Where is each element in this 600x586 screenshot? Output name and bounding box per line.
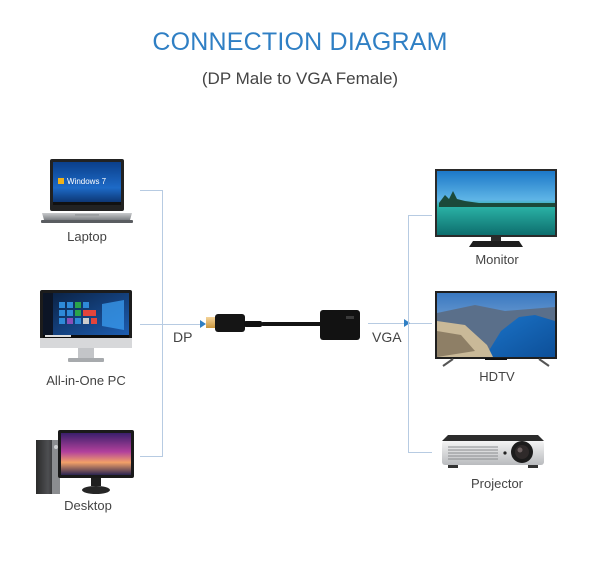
vga-label: VGA <box>372 329 402 345</box>
desktop-pc-icon <box>36 430 134 494</box>
all-in-one-pc-device <box>40 290 132 366</box>
laptop-icon: Windows 7 <box>41 159 133 223</box>
desktop-pc-label: Desktop <box>64 498 112 513</box>
all-in-one-pc-icon <box>40 290 132 362</box>
connector-line-laptop <box>140 190 163 191</box>
connector-line-projector <box>408 452 432 453</box>
connector-line-left-vertical <box>162 190 163 457</box>
monitor-icon <box>435 169 557 247</box>
all-in-one-pc-label: All-in-One PC <box>46 373 126 388</box>
projector-icon <box>442 435 544 468</box>
hdtv-device <box>435 291 557 367</box>
svg-text:Windows 7: Windows 7 <box>67 177 107 186</box>
vga-arrow-icon <box>404 319 410 327</box>
page-title: CONNECTION DIAGRAM <box>152 28 448 56</box>
laptop-label: Laptop <box>67 229 107 244</box>
connector-line-monitor <box>408 215 432 216</box>
monitor-device <box>435 169 557 249</box>
connector-line-right-vertical <box>408 215 409 453</box>
dp-to-vga-adapter <box>206 308 362 344</box>
hdtv-label: HDTV <box>479 369 515 384</box>
page-subtitle: (DP Male to VGA Female) <box>201 69 399 88</box>
projector-label: Projector <box>470 476 524 491</box>
connector-line-desktop <box>140 456 163 457</box>
dp-label: DP <box>173 329 193 345</box>
projector-device <box>440 433 546 471</box>
monitor-label: Monitor <box>475 252 519 267</box>
laptop-device: Windows 7 <box>40 158 134 226</box>
hdtv-icon <box>435 291 557 367</box>
connector-line-vga-output <box>368 323 432 324</box>
desktop-pc-device <box>36 430 136 496</box>
dp-arrow-icon <box>200 320 206 328</box>
dp-to-vga-adapter-icon <box>206 310 360 340</box>
connector-line-dp-input <box>140 324 204 325</box>
